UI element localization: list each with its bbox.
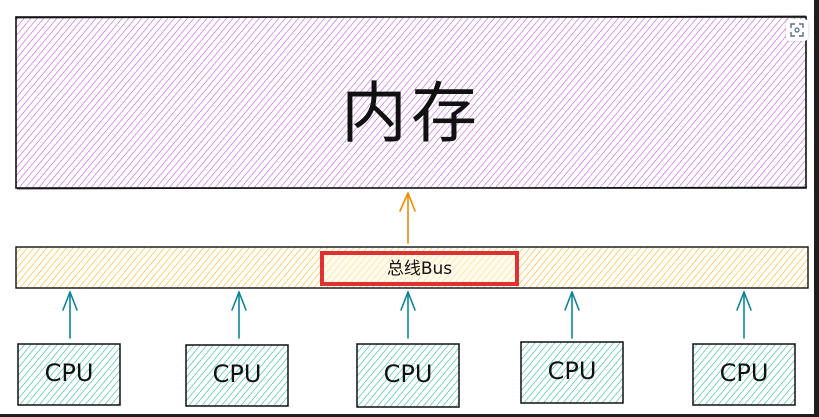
bus-label-highlight <box>320 251 519 286</box>
frame-edge-bottom <box>0 414 819 417</box>
bus-label: 总线Bus <box>386 259 453 279</box>
cpu-box-4 <box>520 341 624 404</box>
cpu-label-2: CPU <box>212 360 262 388</box>
cpu-label-4: CPU <box>547 357 597 385</box>
arrow-bus-to-memory <box>399 192 416 244</box>
expand-icon <box>790 23 804 37</box>
arrow-cpu1-to-bus <box>62 291 78 339</box>
cpu-box-2 <box>185 344 289 407</box>
frame-edge-right <box>814 0 819 417</box>
cpu-label-5: CPU <box>719 359 769 387</box>
expand-button[interactable] <box>786 19 808 41</box>
cpu-box-3 <box>356 343 460 408</box>
arrow-cpu2-to-bus <box>231 291 247 339</box>
cpu-box-5 <box>692 343 796 406</box>
cpu-label-1: CPU <box>44 359 94 387</box>
arrow-cpu3-to-bus <box>400 291 416 339</box>
memory-label: 内存 <box>341 75 481 152</box>
cpu-label-3: CPU <box>383 360 433 388</box>
arrow-cpu4-to-bus <box>564 291 580 339</box>
arrow-cpu5-to-bus <box>736 291 752 339</box>
cpu-box-1 <box>17 343 121 406</box>
memory-block <box>14 15 808 190</box>
